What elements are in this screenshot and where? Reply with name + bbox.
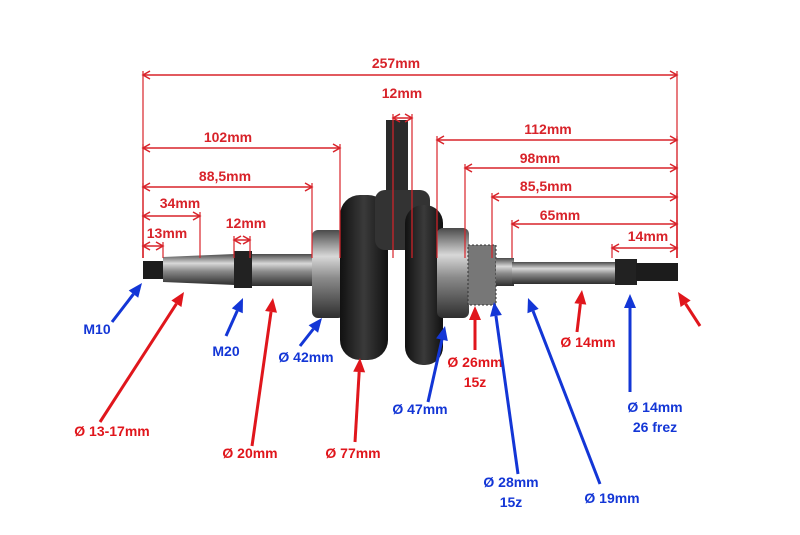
right-shaft-big bbox=[496, 258, 514, 286]
spline bbox=[615, 259, 637, 285]
dimension-m20-thread-width: 12mm bbox=[226, 215, 266, 258]
callout-gear-26: Ø 26mm 15z bbox=[447, 306, 503, 390]
callout-arrow-shaft bbox=[531, 310, 602, 485]
callout-shaft-14: Ø 14mm bbox=[560, 290, 616, 350]
crankshaft bbox=[143, 120, 678, 365]
callout-right-end bbox=[678, 292, 702, 327]
callout-arrow-shaft bbox=[298, 328, 315, 347]
callout-gear-28: Ø 28mm 15z bbox=[483, 302, 539, 510]
dimension-label: 88,5mm bbox=[199, 168, 251, 184]
callout-label: Ø 26mm bbox=[447, 354, 502, 370]
dimension-left-to-web: 102mm bbox=[141, 129, 342, 258]
dimension-overall-length: 257mm bbox=[141, 55, 679, 258]
dimension-label: 13mm bbox=[147, 225, 187, 241]
dimension-label: 12mm bbox=[382, 85, 422, 101]
callout-label: Ø 19mm bbox=[584, 490, 639, 506]
callout-arrowhead bbox=[574, 290, 587, 305]
callout-label: Ø 13-17mm bbox=[74, 423, 149, 439]
m20-thread bbox=[234, 251, 252, 288]
callout-arrow-shaft bbox=[224, 310, 239, 337]
dimension-label: 98mm bbox=[520, 150, 560, 166]
callout-arrowhead bbox=[231, 298, 243, 314]
callout-m20: M20 bbox=[212, 298, 243, 359]
dimension-label: 85,5mm bbox=[520, 178, 572, 194]
callout-arrowhead bbox=[624, 294, 636, 308]
callout-label: M10 bbox=[83, 321, 110, 337]
dimension-label: 112mm bbox=[524, 121, 571, 137]
dimension-right-to-web: 112mm bbox=[435, 121, 679, 258]
right-web bbox=[405, 205, 443, 365]
callout-label: Ø 20mm bbox=[222, 445, 277, 461]
dimension-label: 12mm bbox=[226, 215, 266, 231]
callout-label: Ø 77mm bbox=[325, 445, 380, 461]
callout-label: M20 bbox=[212, 343, 239, 359]
callout-arrow-shaft bbox=[98, 302, 178, 423]
callout-label: Ø 14mm bbox=[560, 334, 615, 350]
left-taper bbox=[163, 254, 235, 285]
callout-arrow-shaft bbox=[575, 303, 582, 333]
callout-arrow-shaft bbox=[353, 371, 361, 443]
callout-m10: M10 bbox=[83, 283, 142, 337]
callout-shaft-19: Ø 19mm bbox=[527, 298, 640, 506]
callout-label: Ø 47mm bbox=[392, 401, 447, 417]
callout-label: Ø 28mm bbox=[483, 474, 538, 490]
callout-label: Ø 14mm bbox=[627, 399, 682, 415]
dimension-label: 102mm bbox=[204, 129, 252, 145]
dimension-left-to-bearing: 88,5mm bbox=[141, 168, 314, 258]
callout-taper: Ø 13-17mm bbox=[74, 292, 184, 439]
callout-arrow-shaft bbox=[494, 315, 520, 475]
callout-shaft-20: Ø 20mm bbox=[222, 298, 278, 461]
callout-arrow-shaft bbox=[110, 293, 135, 323]
callout-arrowhead bbox=[171, 292, 184, 308]
callout-arrowhead bbox=[128, 283, 142, 298]
callout-label: Ø 42mm bbox=[278, 349, 333, 365]
callout-arrowhead bbox=[527, 298, 539, 314]
callout-arrowhead bbox=[489, 302, 502, 317]
callout-label: 15z bbox=[500, 494, 523, 510]
callout-bearing-47: Ø 47mm bbox=[392, 326, 448, 417]
callout-arrowhead bbox=[265, 298, 277, 313]
callout-arrow-shaft bbox=[684, 302, 702, 327]
dimension-right-shaft: 65mm bbox=[510, 207, 679, 258]
dimension-label: 257mm bbox=[372, 55, 420, 71]
dimension-right-to-gear: 85,5mm bbox=[490, 178, 679, 258]
left-shaft bbox=[252, 254, 314, 286]
callout-arrowhead bbox=[308, 318, 322, 333]
dimension-label: 14mm bbox=[628, 228, 668, 244]
callout-web-77: Ø 77mm bbox=[325, 358, 381, 461]
left-thread bbox=[143, 261, 164, 279]
callout-arrowhead bbox=[353, 358, 366, 373]
right-shaft bbox=[512, 262, 617, 284]
dimension-right-to-bearing: 98mm bbox=[463, 150, 679, 258]
callout-arrow-shaft bbox=[426, 339, 444, 403]
callout-arrowhead bbox=[436, 326, 448, 341]
callout-label: 15z bbox=[464, 374, 487, 390]
dimension-conrod-width: 12mm bbox=[382, 85, 422, 258]
callout-label: 26 frez bbox=[633, 419, 677, 435]
callout-bearing-42: Ø 42mm bbox=[278, 318, 334, 365]
dimension-label: 65mm bbox=[540, 207, 580, 223]
callout-arrowhead bbox=[678, 292, 691, 308]
dimension-left-thread: 13mm bbox=[141, 225, 187, 258]
right-thread bbox=[636, 263, 678, 281]
dimension-label: 34mm bbox=[160, 195, 200, 211]
dimension-right-thread: 14mm bbox=[610, 228, 679, 258]
callout-arrow-shaft bbox=[250, 311, 273, 447]
left-bearing bbox=[312, 230, 344, 318]
callout-arrowhead bbox=[469, 306, 481, 320]
callout-spline-14: Ø 14mm 26 frez bbox=[624, 294, 683, 435]
right-bearing bbox=[437, 228, 469, 318]
